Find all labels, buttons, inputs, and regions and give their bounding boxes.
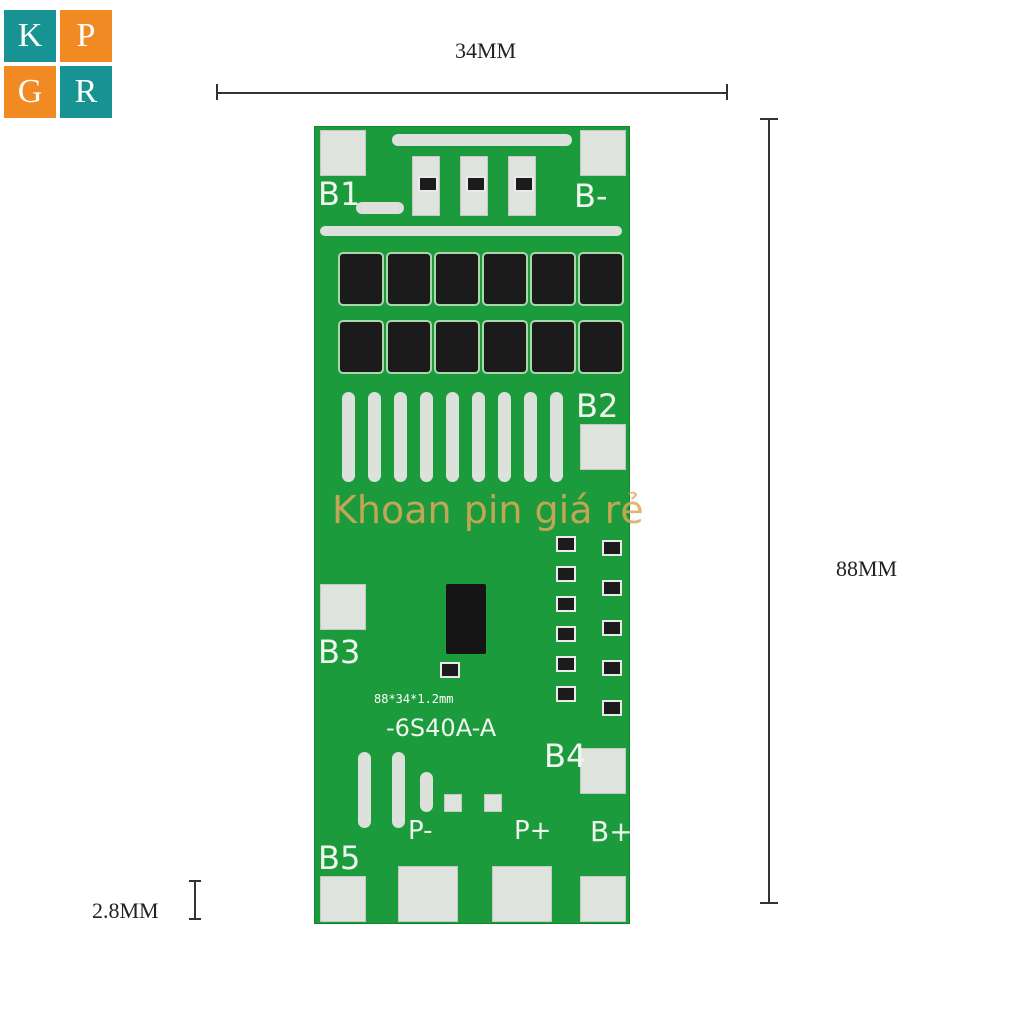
- side-smd: [602, 620, 622, 636]
- pad-p-plus: [492, 866, 552, 922]
- watermark-text: Khoan pin giá rẻ: [332, 488, 644, 532]
- thickness-dimension-tick-top: [189, 880, 201, 882]
- label-b-minus: B-: [574, 177, 608, 215]
- side-smd: [556, 566, 576, 582]
- side-smd: [556, 626, 576, 642]
- mosfet: [484, 254, 526, 304]
- pad-b1: [320, 130, 366, 176]
- width-dimension-tick-left: [216, 84, 218, 100]
- label-b5: B5: [318, 839, 361, 877]
- heat-strip: [342, 392, 355, 482]
- mosfet: [340, 322, 382, 372]
- pad-b-minus: [580, 130, 626, 176]
- heat-strip: [368, 392, 381, 482]
- mosfet: [436, 322, 478, 372]
- logo-g: G: [4, 66, 56, 118]
- bottom-small-pad: [484, 794, 502, 812]
- mosfet: [532, 254, 574, 304]
- top-smd-3: [514, 176, 534, 192]
- height-dimension-tick-bottom: [760, 902, 778, 904]
- top-smd-1: [418, 176, 438, 192]
- pad-b5: [320, 876, 366, 922]
- mosfet: [388, 322, 430, 372]
- b1-trace: [356, 202, 404, 214]
- upper-trace-strip: [320, 226, 622, 236]
- heat-strip: [394, 392, 407, 482]
- side-smd: [602, 580, 622, 596]
- pad-b2: [580, 424, 626, 470]
- side-smd: [602, 700, 622, 716]
- mosfet: [388, 254, 430, 304]
- mosfet: [484, 322, 526, 372]
- logo-p: P: [60, 10, 112, 62]
- mosfet: [580, 322, 622, 372]
- bottom-strip: [392, 752, 405, 828]
- side-smd: [602, 540, 622, 556]
- thickness-dimension-label: 2.8MM: [92, 898, 159, 923]
- thickness-dimension-tick-bottom: [189, 918, 201, 920]
- bottom-small-pad: [444, 794, 462, 812]
- top-trace-bar: [392, 134, 572, 146]
- side-smd: [602, 660, 622, 676]
- label-p-minus: P-: [408, 816, 433, 846]
- mosfet: [340, 254, 382, 304]
- height-dimension-label: 88MM: [836, 556, 898, 581]
- ic-smd: [440, 662, 460, 678]
- heat-strip: [472, 392, 485, 482]
- logo-r: R: [60, 66, 112, 118]
- pad-b4: [580, 748, 626, 794]
- height-dimension-tick-top: [760, 118, 778, 120]
- side-smd: [556, 686, 576, 702]
- pad-p-minus: [398, 866, 458, 922]
- heat-strip: [524, 392, 537, 482]
- top-smd-2: [466, 176, 486, 192]
- bottom-strip: [420, 772, 433, 812]
- side-smd: [556, 656, 576, 672]
- heat-strip: [498, 392, 511, 482]
- heat-strip: [446, 392, 459, 482]
- board-size-text: 88*34*1.2mm: [374, 692, 454, 706]
- heat-strip: [420, 392, 433, 482]
- label-b2: B2: [576, 387, 619, 425]
- pad-b-plus: [580, 876, 626, 922]
- side-smd: [556, 536, 576, 552]
- width-dimension-line: [216, 92, 728, 94]
- logo-k: K: [4, 10, 56, 62]
- mosfet: [580, 254, 622, 304]
- width-dimension-label: 34MM: [455, 38, 517, 63]
- width-dimension-tick-right: [726, 84, 728, 100]
- label-b1: B1: [318, 175, 361, 213]
- label-p-plus: P+: [514, 816, 552, 846]
- thickness-dimension-line: [194, 880, 196, 920]
- board-model-text: -6S40A-A: [386, 714, 497, 742]
- label-b4: B4: [544, 737, 587, 775]
- side-smd: [556, 596, 576, 612]
- heat-strip: [550, 392, 563, 482]
- height-dimension-line: [768, 118, 770, 904]
- bms-ic-chip: [446, 584, 486, 654]
- label-b3: B3: [318, 633, 361, 671]
- mosfet: [436, 254, 478, 304]
- label-b-plus: B+: [590, 815, 633, 848]
- pad-b3: [320, 584, 366, 630]
- mosfet: [532, 322, 574, 372]
- bottom-strip: [358, 752, 371, 828]
